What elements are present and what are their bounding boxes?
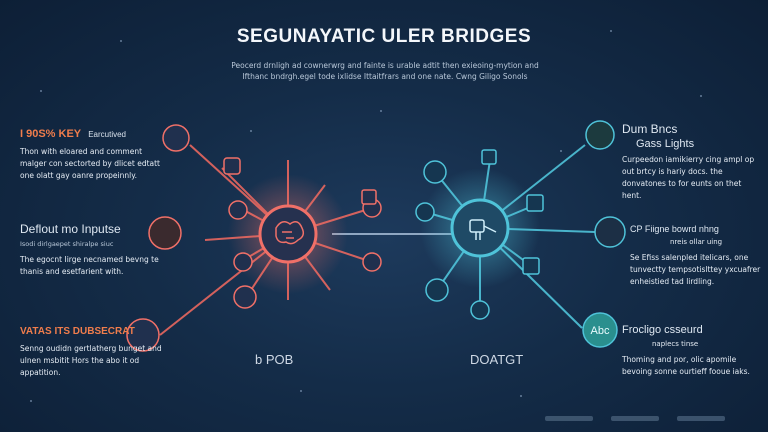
- node-triangle-icon: [423, 160, 447, 184]
- footer-logos: [545, 416, 725, 424]
- left-block-1: I 90S% KEY Earcutived Thon with eloared …: [20, 128, 170, 182]
- right-block-3-heading: Frocligo csseurd: [622, 324, 703, 336]
- node-arrows-icon: [522, 257, 540, 275]
- right-block-3-subheading: naplecs tinse: [652, 340, 699, 348]
- right-block-3-body: Thoming and por, olic apomile bevoing so…: [622, 355, 750, 376]
- node-compass-icon: [228, 200, 248, 220]
- left-block-2-body: The egocnt Iirge necnamed bevng te thani…: [20, 255, 159, 276]
- footer-logo-3: [677, 416, 725, 421]
- node-leaf-icon: [425, 278, 449, 302]
- node-cube-icon: [415, 202, 435, 222]
- node-face-icon: [148, 216, 182, 250]
- right-block-1-heading: Dum Bncs: [622, 122, 678, 136]
- node-gear-icon: [233, 252, 253, 272]
- right-block-2: CP Fiigne bowrd nhng nreis ollar uing Se…: [630, 224, 762, 288]
- left-block-1-heading: I 90S% KEY: [20, 128, 82, 140]
- node-cursor-icon: [481, 149, 497, 165]
- right-hub-label: DOATGT: [470, 352, 524, 367]
- right-block-1: Dum Bncs Gass Lights Curpeedon iamikierr…: [622, 122, 760, 202]
- left-block-2-heading: Deflout mo Inputse: [20, 222, 121, 236]
- page-subtitle: Peocerd drnligh ad cownerwrg and fainte …: [231, 61, 539, 81]
- page-title: SEGUNAYATIC ULER BRIDGES: [236, 26, 532, 47]
- node-abc-icon: [582, 312, 618, 348]
- left-block-2: Deflout mo Inputse Isodi dirlgaepet shir…: [20, 222, 170, 278]
- right-nodes: [415, 120, 626, 348]
- node-spark-icon: [470, 300, 490, 320]
- node-person-icon: [594, 216, 626, 248]
- left-block-3-body: Senng oudidn gertlatherg bunget and ulne…: [20, 344, 162, 377]
- left-nodes: [126, 124, 382, 352]
- left-block-2-subheading: Isodi dirlgaepet shiralpe siuc: [20, 240, 114, 248]
- footer-logo-1: [545, 416, 593, 421]
- left-block-3-heading: VATAS ITS DUBSECRAT: [20, 326, 135, 337]
- node-target-icon: [126, 318, 160, 352]
- node-ring-icon: [233, 285, 257, 309]
- robot-hand-icon: [469, 219, 497, 240]
- left-hub: [258, 204, 318, 264]
- right-block-2-heading: CP Fiigne bowrd nhng: [630, 224, 719, 234]
- left-block-1-body: Thon with eloared and comment malger con…: [20, 147, 161, 180]
- node-panel-icon: [526, 194, 544, 212]
- right-block-1-heading2: Gass Lights: [636, 138, 695, 150]
- left-hub-label: b POB: [255, 352, 294, 367]
- right-block-2-body: Se Efiss salenpled itelicars, one tunvec…: [630, 253, 761, 286]
- node-warning-icon: [162, 124, 190, 152]
- abc-node-label: Abc: [591, 325, 610, 337]
- node-box-icon: [361, 189, 377, 205]
- node-network-icon: [585, 120, 615, 150]
- circuit-brain-icon: [275, 221, 305, 245]
- node-chat-icon: [362, 252, 382, 272]
- right-hub: [450, 198, 510, 258]
- left-block-1-subheading: Earcutived: [88, 130, 126, 139]
- right-block-1-body: Curpeedon iamikierry cing ampl op out br…: [622, 155, 755, 200]
- right-block-3: Frocligo csseurd naplecs tinse Thoming a…: [622, 324, 762, 378]
- left-block-3: VATAS ITS DUBSECRAT Senng oudidn gertlat…: [20, 325, 170, 379]
- right-block-2-subheading: nreis ollar uing: [670, 238, 723, 246]
- node-doc-icon: [223, 157, 241, 175]
- footer-logo-2: [611, 416, 659, 421]
